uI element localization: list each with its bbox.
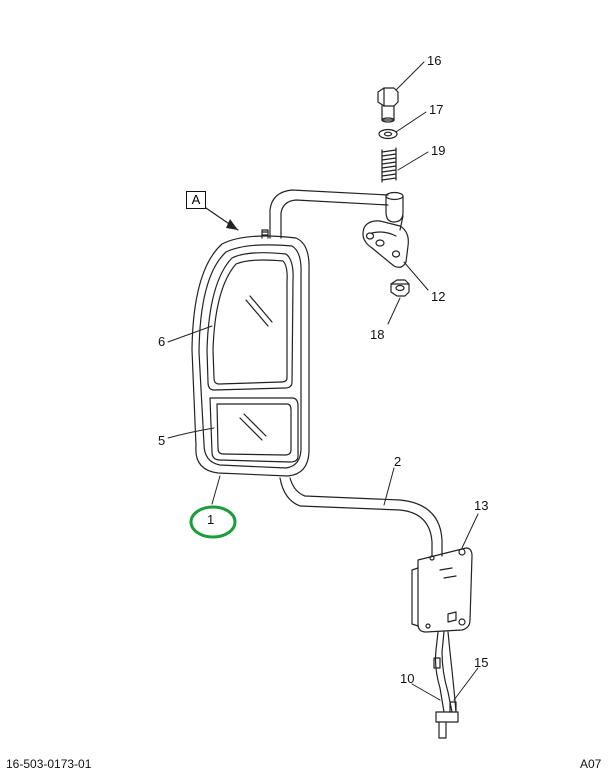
washer-part (378, 128, 398, 140)
nut-part (390, 279, 410, 297)
spring-part (381, 147, 397, 183)
leader-lines (167, 61, 479, 701)
lower-arm (279, 477, 443, 557)
sheet-code: A07 (580, 757, 602, 771)
callout-12: 12 (431, 289, 446, 304)
callout-6: 6 (158, 334, 166, 349)
view-label-a: A (186, 191, 206, 209)
upper-arm (269, 189, 389, 239)
mirror-head (191, 229, 310, 477)
view-a-arrowhead (226, 219, 238, 230)
callout-16: 16 (427, 53, 442, 68)
callout-10: 10 (400, 671, 415, 686)
bolt-part (377, 87, 399, 123)
mounting-plate (411, 547, 473, 633)
callout-17: 17 (429, 102, 444, 117)
bracket-part (362, 215, 409, 268)
callout-18: 18 (370, 327, 385, 342)
part-number: 16-503-0173-01 (6, 757, 92, 771)
callout-15: 15 (474, 655, 489, 670)
pivot-housing (385, 191, 404, 223)
callout-5: 5 (158, 433, 166, 448)
callout-19: 19 (431, 143, 446, 158)
callout-2: 2 (394, 454, 402, 469)
highlight-ring (189, 505, 237, 539)
callout-13: 13 (474, 498, 489, 513)
wire-harness (433, 631, 459, 739)
callout-1: 1 (207, 512, 215, 527)
